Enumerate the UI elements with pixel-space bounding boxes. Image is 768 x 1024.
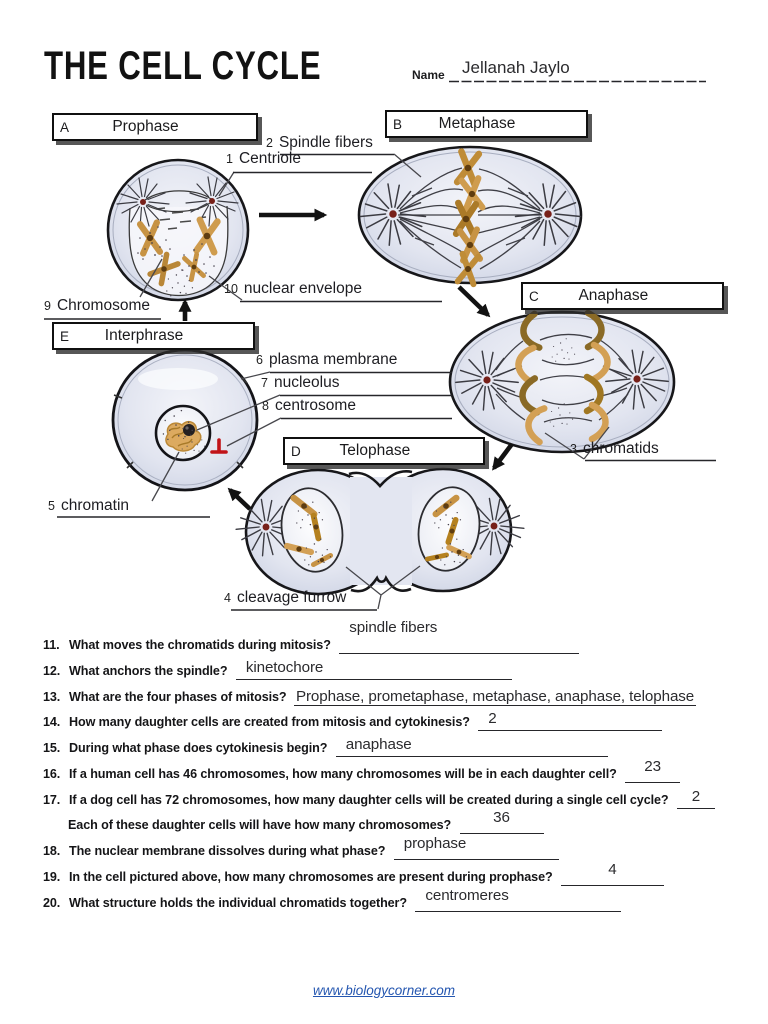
phase-label: Metaphase — [438, 115, 516, 132]
answer-blank: centromeres — [415, 887, 622, 912]
answer-text: 4 — [608, 860, 617, 878]
answer-text: 2 — [691, 787, 701, 805]
answer-text: 36 — [493, 809, 510, 827]
phase-box-metaphase: B Metaphase — [385, 110, 588, 138]
answer-blank: prophase — [393, 835, 559, 860]
footer-link[interactable]: www.biologycorner.com — [312, 983, 456, 998]
centrosome-mark — [210, 438, 228, 454]
phase-label: Prophase — [112, 118, 179, 135]
question-17: 17.If a dog cell has 72 chromosomes, how… — [43, 787, 753, 817]
answer-blank: 23 — [625, 758, 681, 783]
question-16: 16.If a human cell has 46 chromosomes, h… — [43, 758, 753, 791]
phase-box-anaphase: C Anaphase — [521, 282, 724, 310]
answer-text: anaphase — [345, 736, 412, 753]
answer-text: prophase — [403, 835, 467, 852]
phase-box-telophase: D Telophase — [283, 437, 485, 465]
anaphase-cell — [448, 312, 676, 454]
metaphase-cell — [357, 145, 583, 284]
question-13: 13.What are the four phases of mitosis? … — [43, 687, 697, 706]
footer: www.biologycorner.com — [0, 982, 768, 1000]
question-12: 12.What anchors the spindle? kinetochore — [43, 658, 753, 688]
answer-blank: 2 — [478, 710, 663, 732]
phase-box-interphase: E Interphrase — [52, 322, 255, 350]
question-11: 11.What moves the chromatids during mito… — [43, 619, 753, 662]
phase-letter: E — [60, 328, 70, 344]
phase-letter: C — [529, 288, 539, 304]
phase-letter: A — [60, 119, 70, 135]
phase-label: Telophase — [339, 442, 411, 459]
interphase-cell — [111, 348, 259, 492]
telophase-cell — [235, 467, 525, 596]
answer-blank: spindle fibers — [339, 619, 580, 654]
answer-blank: 4 — [560, 861, 664, 886]
question-15: 15.During what phase does cytokinesis be… — [43, 736, 753, 765]
phase-label: Anaphase — [578, 287, 649, 304]
phase-box-prophase: A Prophase — [52, 113, 258, 141]
answer-blank: 36 — [459, 809, 544, 835]
question-19: 19.In the cell pictured above, how many … — [43, 861, 753, 894]
answer-blank: 2 — [676, 787, 715, 809]
answer-text: kinetochore — [245, 658, 324, 676]
name-label: Name — [412, 68, 445, 82]
questions-section: 11.What moves the chromatids during mito… — [43, 619, 753, 920]
answer-text: 23 — [644, 757, 661, 775]
answer-blank: anaphase — [335, 736, 608, 757]
phase-label: Interphrase — [104, 327, 184, 344]
label-underlines — [44, 153, 716, 611]
page-title: THE CELL CYCLE — [44, 44, 322, 88]
question-18: 18.The nuclear membrane dissolves during… — [43, 835, 753, 868]
label-connectors — [139, 153, 610, 610]
prophase-cell — [106, 158, 250, 302]
answer-text: spindle fibers — [349, 619, 438, 636]
question-14: 14.How many daughter cells are created f… — [43, 710, 753, 739]
phase-letter: D — [291, 443, 301, 459]
phase-letter: B — [393, 116, 403, 132]
name-value: Jellanah Jaylo — [462, 58, 570, 77]
cycle-arrows — [178, 208, 514, 511]
question-17b: Each of these daughter cells will have h… — [43, 809, 753, 842]
nucleolus-dot — [183, 424, 195, 436]
question-20: 20.What structure holds the individual c… — [43, 887, 753, 920]
answer-blank: kinetochore — [235, 658, 512, 680]
answer-text: 2 — [488, 710, 497, 728]
answer-text: Prophase, prometaphase, metaphase, anaph… — [293, 687, 697, 706]
answer-text: centromeres — [425, 886, 509, 904]
